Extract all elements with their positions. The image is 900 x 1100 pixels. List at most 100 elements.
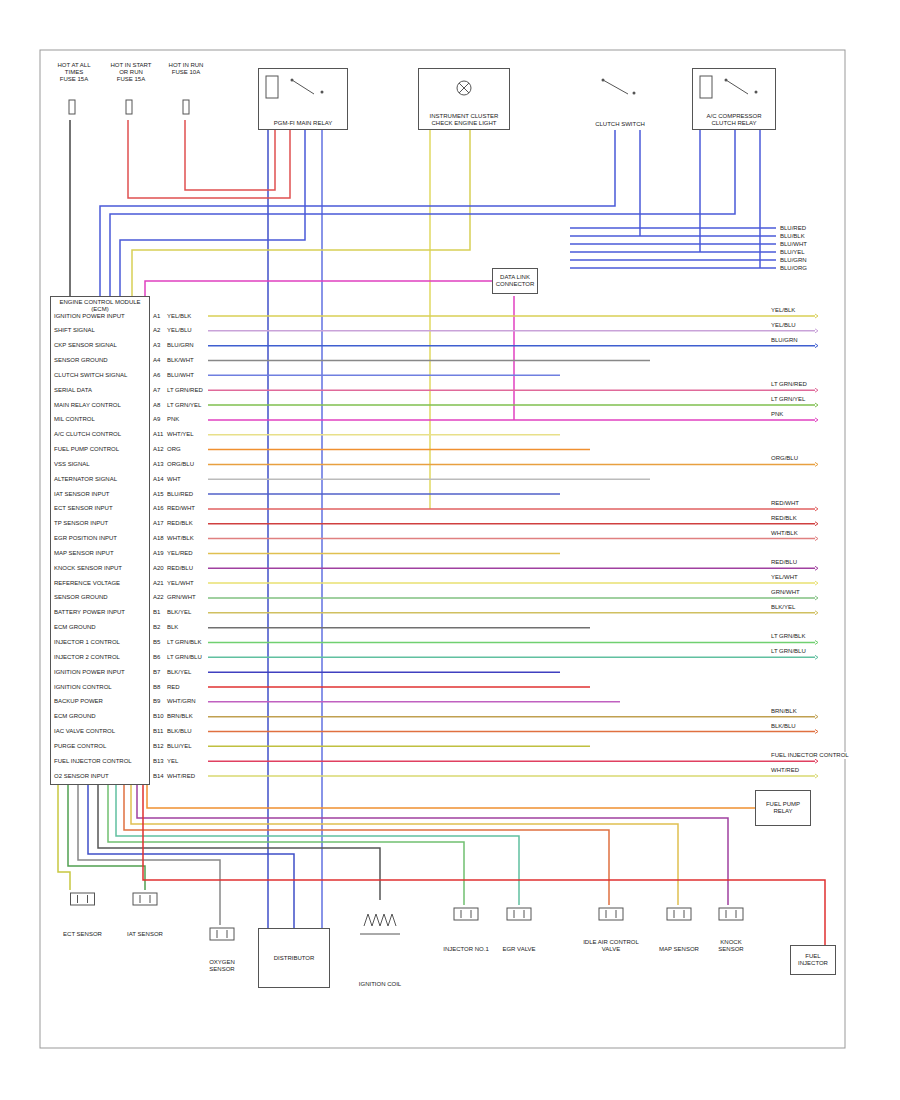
wire-color-label: LT GRN/RED	[770, 381, 808, 388]
wire-color-label: ORG/BLU	[166, 461, 195, 468]
pin-number: A16	[152, 505, 165, 512]
wire	[208, 775, 815, 777]
wire-color-label: BLK/YEL	[166, 609, 192, 616]
coil-symbol	[364, 914, 396, 926]
pin-function-label: EGR POSITION INPUT	[53, 535, 118, 542]
wire	[208, 597, 815, 599]
fuse-label: HOT AT ALL TIMESFUSE 15A	[52, 60, 96, 120]
component-label: KNOCK SENSOR	[710, 939, 752, 953]
component-label: FUSE 10A	[172, 69, 200, 76]
pin-number: A21	[152, 580, 165, 587]
wire-terminal	[815, 403, 818, 407]
component-label: FUSE 15A	[117, 76, 145, 83]
relay-contact	[755, 91, 758, 94]
pin-number: B2	[152, 624, 161, 631]
pin-function-label: INJECTOR 2 CONTROL	[53, 654, 121, 661]
wire-color-label: BLK	[166, 624, 179, 631]
pin-number: A12	[152, 446, 165, 453]
component-label: INSTRUMENT CLUSTER	[430, 113, 499, 120]
wire-color-label: BLU/RED	[779, 225, 807, 232]
connector-symbol	[507, 908, 531, 920]
wire-terminal	[815, 344, 818, 348]
symbol-group	[71, 893, 744, 940]
component-label: INJECTOR NO.1	[443, 946, 489, 953]
wire-color-label: WHT/GRN	[166, 698, 197, 705]
wire	[208, 508, 815, 510]
wire	[570, 259, 776, 261]
wire	[208, 464, 815, 466]
wire	[208, 538, 815, 540]
component-label: IDLE AIR CONTROL VALVE	[580, 939, 642, 953]
wire	[513, 296, 515, 420]
wire	[570, 251, 776, 253]
sensor-component: MAP SENSOR	[655, 905, 703, 955]
pin-function-label: ECM GROUND	[53, 713, 97, 720]
wire	[208, 478, 650, 480]
wire	[208, 523, 815, 525]
component-label: ENGINE CONTROL MODULE (ECM)	[53, 299, 147, 313]
actuator-component: INJECTOR NO.1	[440, 905, 492, 955]
pin-number: A17	[152, 520, 165, 527]
wire-color-label: YEL	[166, 758, 179, 765]
wire-color-label: WHT/RED	[770, 767, 800, 774]
pin-function-label: PURGE CONTROL	[53, 743, 107, 750]
pin-number: B14	[152, 773, 165, 780]
fuse-symbol	[126, 100, 132, 114]
wire-color-label: BLU/WHT	[779, 241, 808, 248]
wire-connector	[68, 785, 145, 890]
component-label: OXYGEN SENSOR	[200, 959, 244, 973]
wire	[208, 493, 560, 495]
connector-pin	[684, 910, 685, 918]
wire	[208, 449, 590, 451]
pin-number: A14	[152, 476, 165, 483]
wire-color-label: RED/BLK	[770, 515, 798, 522]
pin-number: A1	[152, 313, 161, 320]
wire-terminal	[815, 329, 818, 333]
component-label: HOT IN START OR RUN	[107, 62, 155, 76]
switch-symbol	[603, 80, 628, 94]
wire	[208, 627, 590, 629]
wire-color-label: BLU/ORG	[779, 265, 808, 272]
component-label: FUEL INJECTOR	[793, 953, 833, 967]
wire-connector	[147, 785, 755, 808]
wire-terminal	[815, 388, 818, 392]
pin-function-label: ALTERNATOR SIGNAL	[53, 476, 118, 483]
pin-function-label: SHIFT SIGNAL	[53, 327, 96, 334]
wire	[699, 130, 701, 252]
pin-function-label: O2 SENSOR INPUT	[53, 773, 110, 780]
connector-pin	[87, 895, 88, 903]
wire	[208, 760, 815, 762]
sensor-component: KNOCK SENSOR	[708, 905, 754, 955]
switch-contact	[602, 79, 605, 82]
wire-color-label: FUEL INJECTOR CONTROL	[770, 752, 850, 759]
wire-terminal	[815, 566, 818, 570]
wire-terminal	[815, 462, 818, 466]
relay-switch	[726, 80, 748, 94]
wire	[208, 642, 815, 644]
wire-color-label: BRN/BLK	[166, 713, 194, 720]
wire-connector	[100, 130, 615, 296]
wire-group	[208, 314, 818, 778]
wire-connector	[88, 785, 294, 928]
component-label: EGR VALVE	[502, 946, 535, 953]
pin-function-label: VSS SIGNAL	[53, 461, 91, 468]
connector-pin	[674, 910, 675, 918]
relay-box: FUEL PUMP RELAY	[755, 790, 811, 826]
relay-box: PGM-FI MAIN RELAY	[258, 68, 348, 130]
wire-color-label: BLK/BLU	[166, 728, 193, 735]
pin-function-label: BATTERY POWER INPUT	[53, 609, 126, 616]
connector-symbol	[599, 908, 623, 920]
component-label: A/C COMPRESSOR CLUTCH RELAY	[695, 113, 773, 127]
pin-number: B12	[152, 743, 165, 750]
wire	[208, 701, 620, 703]
wire	[208, 612, 815, 614]
wire	[208, 315, 815, 317]
component-label: PGM-FI MAIN RELAY	[274, 120, 333, 127]
wire-color-label: YEL/RED	[166, 550, 194, 557]
connector-pin	[227, 930, 228, 938]
connector-pin	[736, 910, 737, 918]
wire-color-label: LT GRN/RED	[166, 387, 204, 394]
wire	[639, 130, 641, 236]
pin-function-label: IGNITION POWER INPUT	[53, 313, 126, 320]
pin-function-label: SERIAL DATA	[53, 387, 93, 394]
